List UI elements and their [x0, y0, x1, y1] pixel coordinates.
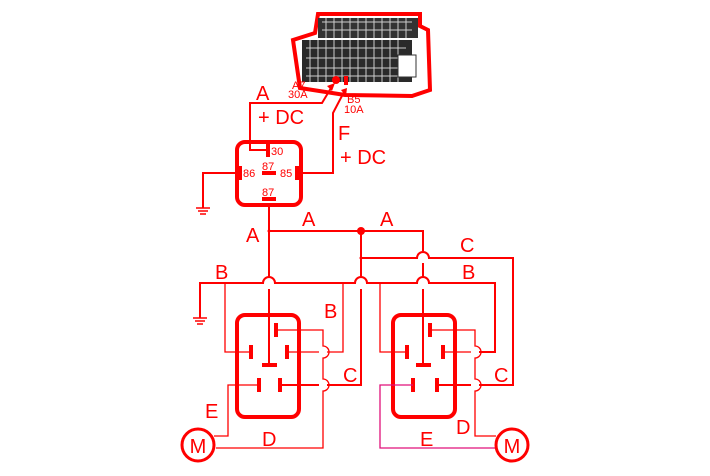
relay-right — [391, 313, 457, 419]
wire-a-distribution — [269, 230, 424, 365]
label-b-left: B — [215, 262, 228, 284]
pin-rating-b5: 10A — [344, 104, 364, 116]
diagram-stroke — [267, 229, 271, 233]
label-a-mid: A — [302, 209, 316, 231]
diagram-stroke — [494, 427, 530, 463]
diagram-stroke — [180, 427, 216, 463]
relay-left — [235, 313, 301, 419]
label-b-right: B — [462, 262, 475, 284]
wire-c-left — [280, 231, 362, 386]
ground-icon — [193, 317, 207, 325]
wire-c-right — [361, 251, 514, 386]
diagram-stroke — [341, 88, 347, 96]
label-e-left: E — [205, 401, 218, 423]
wire-d-left — [216, 329, 330, 449]
pin-87-center: 87 — [262, 161, 274, 173]
ground-icon — [196, 207, 210, 215]
diagram-stroke — [332, 76, 340, 84]
pin-86: 86 — [243, 168, 255, 180]
label-d-left: D — [262, 429, 276, 451]
label-d-right: D — [456, 417, 470, 439]
ecu-connector — [290, 12, 433, 99]
label-dc-top: + DC — [258, 107, 304, 129]
diagram-stroke — [318, 18, 418, 38]
wire-ground-main — [202, 172, 238, 208]
diagram-stroke — [327, 83, 335, 91]
label-c-left: C — [343, 365, 357, 387]
label-a-top: A — [256, 83, 270, 105]
diagram-stroke — [309, 40, 399, 82]
wire-a-supply — [249, 87, 332, 151]
pin-label-b5: B5 — [347, 94, 360, 106]
wire-b — [199, 276, 496, 353]
label-c-top: C — [460, 235, 474, 257]
wire-e-right — [379, 384, 497, 449]
diagram-stroke — [302, 40, 412, 82]
diagram-stroke — [397, 54, 417, 78]
diagram-stroke — [306, 18, 412, 82]
label-a-right: A — [380, 209, 394, 231]
diagram-stroke — [193, 317, 207, 325]
pin-label-a7: A7 — [292, 80, 305, 92]
diagram-stroke — [196, 207, 210, 215]
motor-right: M — [494, 427, 530, 463]
pin-rating-a7: 30A — [288, 89, 308, 101]
label-c-right: C — [494, 365, 508, 387]
label-a-vert: A — [246, 225, 260, 247]
wire-d-right — [430, 329, 496, 437]
diagram-stroke — [359, 256, 363, 260]
pin-30: 30 — [271, 146, 283, 158]
pin-87-bottom: 87 — [262, 187, 274, 199]
diagram-stroke — [325, 18, 407, 38]
label-b-mid: B — [324, 301, 337, 323]
motor-left-label: M — [190, 436, 207, 458]
label-f: F — [338, 123, 350, 145]
label-e-right: E — [420, 429, 433, 451]
motor-right-label: M — [504, 436, 521, 458]
wire-f-supply — [299, 91, 345, 174]
wire-b-left-relay — [224, 283, 344, 353]
diagram-stroke — [306, 21, 412, 77]
diagram-stroke — [344, 76, 348, 85]
label-dc-f: + DC — [340, 147, 386, 169]
motor-left: M — [180, 427, 216, 463]
wire-e-left — [214, 384, 259, 437]
pin-85: 85 — [280, 168, 292, 180]
